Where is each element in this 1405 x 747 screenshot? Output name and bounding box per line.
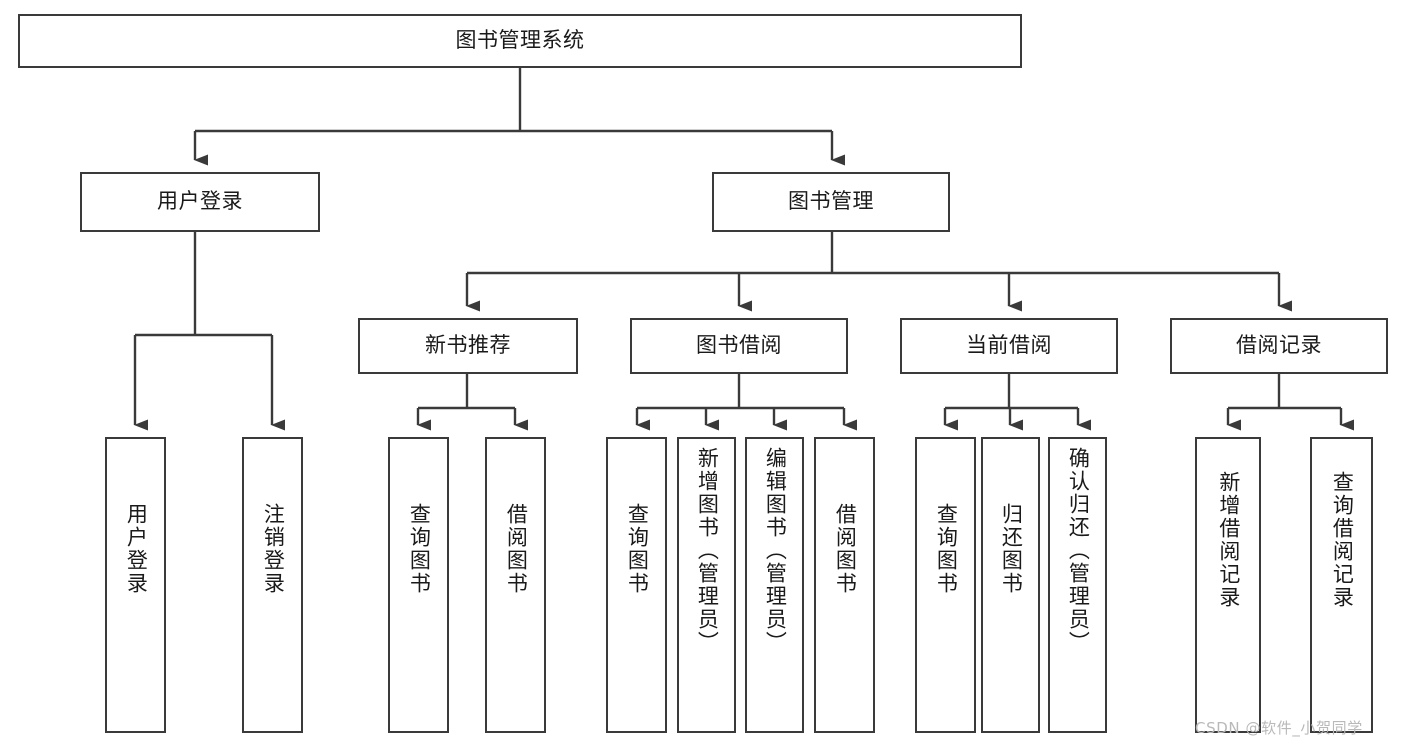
node-root[interactable]: 图书管理系统 (18, 14, 1022, 68)
node-leaf-add-book[interactable]: 新增图书（管理员） (677, 437, 736, 733)
node-current-borrow-label: 当前借阅 (966, 333, 1052, 358)
node-leaf-borrow-book-2[interactable]: 借阅图书 (814, 437, 875, 733)
node-root-label: 图书管理系统 (455, 28, 585, 53)
node-current-borrow[interactable]: 当前借阅 (900, 318, 1118, 374)
node-leaf-query-book-1[interactable]: 查询图书 (388, 437, 449, 733)
node-leaf-edit-book[interactable]: 编辑图书（管理员） (745, 437, 804, 733)
node-leaf-query-record[interactable]: 查询借阅记录 (1310, 437, 1373, 733)
node-leaf-logout-label: 注销登录 (261, 503, 286, 595)
node-leaf-user-login[interactable]: 用户登录 (105, 437, 166, 733)
node-leaf-query-book-3[interactable]: 查询图书 (915, 437, 976, 733)
node-leaf-user-login-label: 用户登录 (124, 503, 149, 595)
node-book-management[interactable]: 图书管理 (712, 172, 950, 232)
node-leaf-confirm-return[interactable]: 确认归还（管理员） (1048, 437, 1107, 733)
node-leaf-return-book-label: 归还图书 (999, 503, 1024, 595)
node-leaf-query-book-2-label: 查询图书 (625, 503, 650, 595)
node-book-management-label: 图书管理 (788, 189, 874, 214)
node-leaf-query-book-1-label: 查询图书 (407, 503, 432, 595)
node-leaf-query-book-3-label: 查询图书 (934, 503, 959, 595)
node-new-book-recommend-label: 新书推荐 (425, 333, 511, 358)
node-borrow-record-label: 借阅记录 (1236, 333, 1322, 358)
node-leaf-query-record-label: 查询借阅记录 (1330, 471, 1355, 609)
node-leaf-logout[interactable]: 注销登录 (242, 437, 303, 733)
node-user-login[interactable]: 用户登录 (80, 172, 320, 232)
node-leaf-query-book-2[interactable]: 查询图书 (606, 437, 667, 733)
node-new-book-recommend[interactable]: 新书推荐 (358, 318, 578, 374)
node-leaf-confirm-return-label: 确认归还（管理员） (1066, 447, 1091, 654)
node-borrow-record[interactable]: 借阅记录 (1170, 318, 1388, 374)
node-leaf-add-record[interactable]: 新增借阅记录 (1195, 437, 1261, 733)
node-book-borrow-label: 图书借阅 (696, 333, 782, 358)
node-leaf-add-book-label: 新增图书（管理员） (695, 447, 720, 654)
node-leaf-add-record-label: 新增借阅记录 (1216, 471, 1241, 609)
node-book-borrow[interactable]: 图书借阅 (630, 318, 848, 374)
node-leaf-return-book[interactable]: 归还图书 (981, 437, 1040, 733)
node-leaf-borrow-book-1-label: 借阅图书 (504, 503, 529, 595)
node-leaf-borrow-book-2-label: 借阅图书 (833, 503, 858, 595)
watermark-text: CSDN @软件_小贺同学 (1195, 719, 1363, 737)
node-leaf-borrow-book-1[interactable]: 借阅图书 (485, 437, 546, 733)
node-leaf-edit-book-label: 编辑图书（管理员） (763, 447, 788, 654)
node-user-login-label: 用户登录 (157, 189, 243, 214)
